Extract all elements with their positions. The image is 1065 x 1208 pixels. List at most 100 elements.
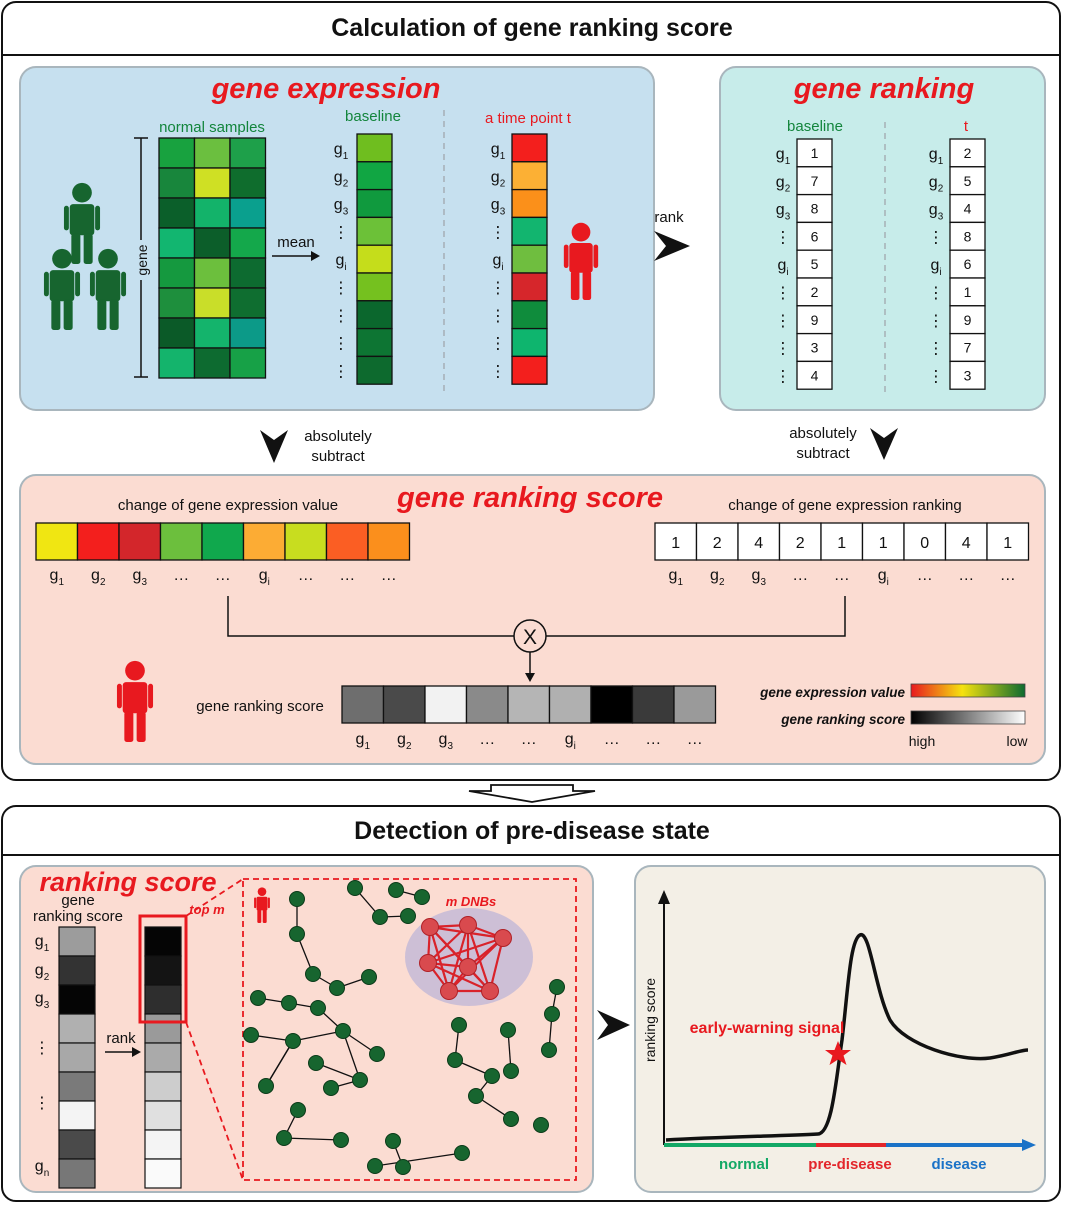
expr-change-cell <box>159 522 203 561</box>
network-edge <box>342 1030 361 1081</box>
baseline-row-label: ⋮ <box>333 336 349 353</box>
subtract-right-line1: absolutely <box>789 425 857 442</box>
rank-value: 4 <box>964 201 972 217</box>
score-col-label: … <box>604 731 620 748</box>
curve-y-arrowhead <box>658 890 670 904</box>
zoom-line-bottom <box>185 1021 244 1181</box>
rank-value: 6 <box>964 256 972 272</box>
expr-change-col-label: g1 <box>50 567 65 588</box>
score-sorted-cell <box>144 1158 182 1189</box>
baseline-row-label: ⋮ <box>333 363 349 380</box>
gene-node <box>533 1117 549 1133</box>
rank-label-bottom: rank <box>106 1030 136 1047</box>
person-normal-1-torso <box>69 204 95 236</box>
person-normal-2-leg-left <box>51 299 61 330</box>
person-normal-3-torso <box>95 270 121 302</box>
matrix-cell <box>193 137 231 169</box>
signal-label: early-warning signal <box>690 1020 845 1037</box>
timepoint-row-label: g3 <box>491 197 506 218</box>
baseline-row-label: g1 <box>334 141 349 162</box>
timepoint-cell <box>511 355 548 385</box>
matrix-cell <box>158 137 196 169</box>
gene-node <box>414 889 430 905</box>
matrix-cell <box>229 317 267 349</box>
score-left-row-label: ⋮ <box>34 1095 50 1112</box>
rank-row-label: ⋮ <box>928 341 944 358</box>
person-normal-2-arm-right <box>75 271 81 297</box>
baseline-cell <box>356 355 393 385</box>
person-normal-1-leg-left <box>71 233 81 264</box>
score-left-cell <box>58 1013 96 1044</box>
timepoint-cell <box>511 133 548 163</box>
baseline-row-label: g2 <box>334 169 349 190</box>
rank-change-col-label: … <box>958 567 974 584</box>
gene-node <box>308 1055 324 1071</box>
dnb-node <box>459 958 477 976</box>
expr-change-col-label: … <box>339 567 355 584</box>
score-col-label: … <box>687 731 703 748</box>
person-normal-2 <box>43 248 81 330</box>
ranking-score-curve <box>665 933 1029 1142</box>
multiply-symbol: X <box>523 626 537 649</box>
matrix-cell <box>229 167 267 199</box>
patient-icon <box>563 222 599 300</box>
legend-low: low <box>1006 733 1028 749</box>
legend-score-label: gene ranking score <box>780 712 905 727</box>
score-left-cell <box>58 926 96 957</box>
timepoint-cell <box>511 272 548 302</box>
rank-row-label: ⋮ <box>928 285 944 302</box>
person-normal-3 <box>89 248 127 330</box>
rank-change-value: 4 <box>962 535 971 552</box>
rank-row-label: g1 <box>776 146 791 167</box>
score-col-label: gi <box>565 731 576 752</box>
rank-value: 2 <box>811 284 819 300</box>
baseline-cell <box>356 300 393 330</box>
person-patient-2-head <box>125 660 145 681</box>
timepoint-row-label: ⋮ <box>490 363 506 380</box>
stage-axis-arrowhead <box>1022 1139 1036 1151</box>
person-normal-1 <box>63 182 101 264</box>
matrix-cell <box>193 257 231 289</box>
ranking-panel <box>719 66 1046 411</box>
dnb-edge <box>447 924 470 992</box>
rank-arrowhead-top <box>654 231 690 261</box>
rank-change-cell <box>861 522 905 561</box>
rank-value: 2 <box>964 145 972 161</box>
rank-value: 8 <box>964 228 972 244</box>
person-patient-1 <box>563 222 599 300</box>
person-normal-1-arm-left <box>63 205 69 231</box>
gene-node <box>335 1023 351 1039</box>
score-cell <box>465 685 509 724</box>
matrix-cell <box>158 257 196 289</box>
person-patient-1-leg-right <box>582 271 592 300</box>
gene-node <box>451 1017 467 1033</box>
dnb-node <box>459 916 477 934</box>
rank-cell <box>949 193 986 224</box>
person-patient-2 <box>116 660 154 742</box>
person-normal-2-torso <box>49 270 75 302</box>
rank-value: 6 <box>811 228 819 244</box>
matrix-cell <box>229 287 267 319</box>
score-left-cell <box>58 1071 96 1102</box>
baseline-row-label: g3 <box>334 197 349 218</box>
curve-y-label: ranking score <box>642 978 658 1062</box>
top-m-label: top m <box>189 902 225 917</box>
rank-cell <box>949 249 986 279</box>
dnb-label: m DNBs <box>446 894 497 909</box>
gene-axis-label: gene <box>134 244 150 275</box>
score-sorted-cell <box>144 955 182 986</box>
rank-cell <box>796 277 833 307</box>
rank-change-col-label: … <box>917 567 933 584</box>
baseline-row-label: ⋮ <box>333 280 349 297</box>
rank-row-label: ⋮ <box>775 229 791 246</box>
gene-node <box>290 1102 306 1118</box>
gene-node <box>361 969 377 985</box>
network-edge <box>292 1030 344 1042</box>
gene-node <box>454 1145 470 1161</box>
rank-change-cell <box>903 522 947 561</box>
timepoint-cell <box>511 244 548 274</box>
baseline-cell <box>356 327 393 358</box>
